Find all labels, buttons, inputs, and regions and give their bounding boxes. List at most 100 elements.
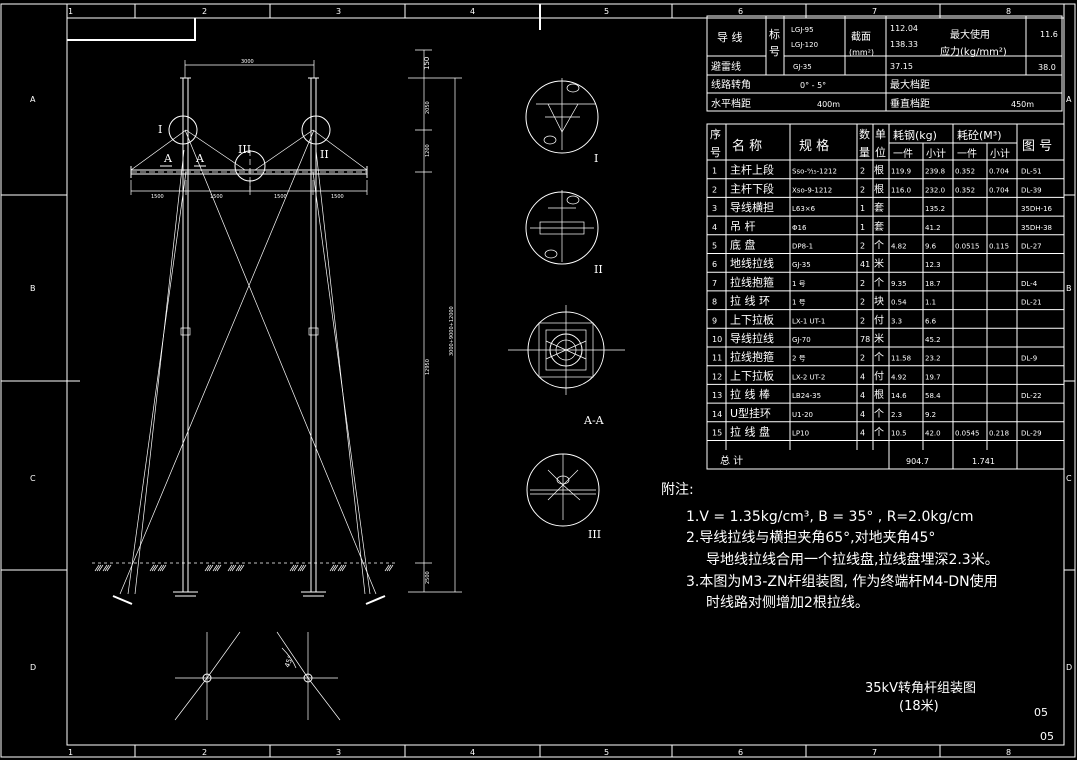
dim-1500: 1500 (210, 194, 223, 200)
note-line: 导地线拉线合用一个拉线盘,拉线盘埋深2.3米。 (706, 551, 999, 568)
bom-cell-no: 9 (712, 316, 717, 325)
bom-cell-unit: 付 (874, 369, 884, 382)
bom-cell-unit: 个 (874, 240, 884, 252)
bom-cell-unit: 米 (874, 332, 884, 345)
bom-header-one: 一件 (957, 148, 977, 160)
bom-cell-qty: 78 (860, 335, 870, 344)
bom-cell-qty: 2 (860, 242, 865, 251)
bom-cell-unit: 根 (874, 388, 884, 401)
detail-views: I II A-A III (508, 78, 625, 541)
zone-number: 4 (470, 7, 475, 16)
bom-cell-no: 10 (712, 335, 722, 344)
bom-cell-c2: 0.218 (989, 430, 1009, 438)
bom-cell-s2: 239.8 (925, 168, 945, 176)
ground-hatch-mark (204, 564, 214, 572)
dim-1500: 1500 (151, 194, 164, 200)
bom-cell-no: 8 (712, 298, 717, 307)
note-line: 2.导线拉线与横担夹角65°,对地夹角45° (686, 530, 935, 546)
section-view-label: A-A (583, 414, 605, 427)
bom-cell-qty: 4 (860, 372, 865, 381)
zone-number: 1 (68, 748, 73, 757)
bom-cell-c2: 0.704 (989, 186, 1010, 194)
bom-cell-qty: 4 (860, 429, 865, 438)
dim-12950: 12950 (425, 359, 431, 375)
bom-cell-no: 14 (712, 410, 722, 419)
ground-hatch-mark (235, 564, 245, 572)
zone-number: 2 (202, 748, 207, 757)
bom-header-qty: 量 (859, 146, 870, 159)
bom-cell-name: 主杆上段 (730, 163, 774, 177)
bom-cell-s1: 4.92 (891, 373, 907, 381)
bom-header-qty: 数 (859, 128, 870, 141)
zone-letter: C (30, 474, 36, 483)
zone-number: 3 (336, 748, 341, 757)
bom-header-steel: 耗钢(kg) (893, 129, 937, 142)
drawing-title: 35kV转角杆组装图 (865, 681, 976, 696)
bom-cell-unit: 个 (874, 277, 884, 289)
plan-view: 45° (174, 631, 341, 721)
bom-cell-no: 5 (712, 242, 717, 251)
drawing-frame: 1 2 3 4 5 6 7 8 1 2 3 4 5 6 7 8 A B C D … (0, 3, 1076, 758)
bom-cell-qty: 2 (860, 279, 865, 288)
bom-cell-name: 拉 线 棒 (730, 387, 770, 401)
bom-cell-dwg: DL-39 (1021, 186, 1042, 194)
ground-hatch-mark (102, 564, 112, 572)
dim-2050: 2050 (425, 101, 431, 114)
bom-cell-spec: LP10 (792, 430, 809, 438)
bom-cell-spec: GJ-35 (792, 261, 811, 269)
dim-top-span: 3000 (241, 59, 254, 65)
bom-cell-no: 12 (712, 372, 722, 381)
bom-cell-unit: 米 (874, 257, 884, 270)
bom-cell-qty: 1 (860, 204, 865, 213)
stress-label: 应力(kg/mm²) (940, 45, 1007, 58)
section-mark-a: A (163, 152, 173, 165)
bom-cell-name: 拉线抱箍 (730, 275, 774, 289)
bom-cell-s2: 135.2 (925, 205, 945, 213)
mark-label: 标 (769, 27, 780, 41)
bom-cell-no: 13 (712, 391, 722, 400)
bom-header-sub: 小计 (990, 147, 1010, 160)
bom-header-unit: 单 (875, 128, 886, 141)
bom-cell-name: 主杆下段 (730, 181, 774, 195)
note-line: 1.V = 1.35kg/cm³, B = 35° , R=2.0kg/cm (686, 509, 973, 525)
zone-letter: D (1066, 663, 1072, 672)
bom-cell-no: 6 (712, 260, 717, 269)
bom-total-steel: 904.7 (906, 457, 929, 466)
bom-cell-qty: 2 (860, 185, 865, 194)
bom-cell-no: 1 (712, 167, 717, 176)
bom-total-concrete: 1.741 (972, 457, 995, 466)
bom-cell-qty: 41 (860, 260, 870, 269)
sheet-number: 05 (1040, 730, 1054, 743)
bom-cell-s1: 3.3 (891, 317, 902, 325)
bom-cell-qty: 2 (860, 167, 865, 176)
bom-header-unit: 位 (875, 145, 886, 159)
ground-hatch-mark (157, 564, 167, 572)
bom-cell-s1: 14.6 (891, 392, 907, 400)
ground-hatch-mark (297, 564, 307, 572)
bom-cell-no: 11 (712, 354, 722, 363)
max-span-label: 最大档距 (890, 78, 930, 91)
bom-cell-name: 上下拉板 (730, 312, 774, 326)
bom-cell-unit: 个 (874, 352, 884, 364)
turn-angle-value: 0° - 5° (800, 81, 826, 90)
dim-total-height: 3000+9000+12000 (449, 306, 455, 356)
section-label: 截面 (851, 30, 871, 43)
bom-cell-c2: 0.704 (989, 168, 1010, 176)
dim-1500: 1500 (274, 194, 287, 200)
tower-elevation: I II III A A 3000 1500 1500 1500 1500 15… (92, 49, 462, 605)
notes-heading: 附注: (661, 482, 694, 498)
bom-header-sub: 小计 (926, 147, 946, 160)
bom-cell-unit: 根 (874, 182, 884, 195)
v-span-label: 垂直档距 (890, 97, 930, 110)
bom-cell-s2: 18.7 (925, 280, 941, 288)
zone-number: 6 (738, 748, 743, 757)
bom-cell-name: 导线拉线 (730, 331, 774, 345)
bom-cell-s1: 116.0 (891, 186, 911, 194)
bom-cell-s2: 232.0 (925, 186, 945, 194)
ground-wire-label: 避雷线 (711, 60, 741, 73)
bom-cell-s2: 6.6 (925, 317, 937, 325)
title-block: 35kV转角杆组装图 (18米) 05 05 (865, 681, 1054, 743)
detail-view-label-ii: II (594, 263, 603, 276)
bom-cell-dwg: DL-29 (1021, 430, 1042, 438)
mark-label: 号 (769, 45, 780, 58)
